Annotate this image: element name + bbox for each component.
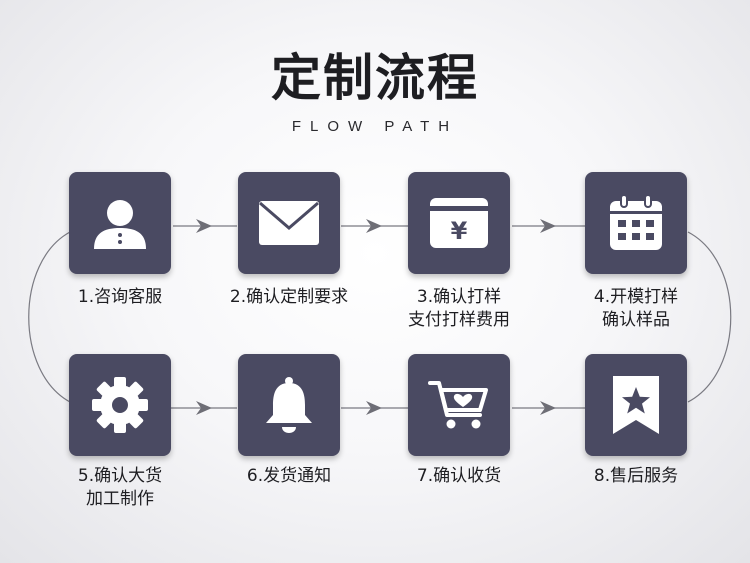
step-7-label-line-1: 7.确认收货	[416, 466, 502, 486]
shopping-cart-icon	[428, 381, 488, 429]
step-8-label: 8.售后服务	[556, 465, 716, 488]
step-3-label-line-1: 3.确认打样	[416, 287, 502, 307]
step-2-box	[238, 172, 340, 274]
page-subtitle: FLOW PATH	[291, 118, 459, 135]
step-4-label: 4.开模打样 确认样品	[556, 286, 716, 332]
arrow-icon	[366, 219, 382, 233]
step-5-label: 5.确认大货 加工制作	[40, 465, 200, 511]
step-8-box	[585, 354, 687, 456]
envelope-icon	[259, 201, 319, 245]
bell-icon	[266, 377, 312, 433]
step-7-box	[408, 354, 510, 456]
arrow-icon	[540, 401, 556, 415]
step-2-label: 2.确认定制要求	[209, 286, 369, 309]
user-icon	[94, 200, 146, 249]
step-4-box	[585, 172, 687, 274]
step-3-label-line-2: 支付打样费用	[408, 310, 510, 330]
step-5-label-line-1: 5.确认大货	[77, 466, 163, 486]
page-title: 定制流程	[271, 49, 479, 107]
gear-icon	[92, 377, 148, 433]
step-5-label-line-2: 加工制作	[86, 489, 154, 509]
step-3-label: 3.确认打样 支付打样费用	[379, 286, 539, 332]
yen-symbol: ¥	[451, 217, 468, 245]
star-bookmark-icon	[613, 376, 659, 434]
step-4-label-line-1: 4.开模打样	[593, 287, 679, 307]
calendar-icon	[610, 194, 662, 250]
step-2-label-line-1: 2.确认定制要求	[229, 287, 349, 307]
step-6-box	[238, 354, 340, 456]
step-4-label-line-2: 确认样品	[602, 310, 670, 330]
arrow-icon	[196, 401, 212, 415]
step-1-box	[69, 172, 171, 274]
step-5-box	[69, 354, 171, 456]
payment-card-yen-icon: ¥	[430, 198, 488, 248]
step-6-label-line-1: 6.发货通知	[246, 466, 332, 486]
arrow-icon	[196, 219, 212, 233]
step-1-label: 1.咨询客服	[40, 286, 200, 309]
step-1-label-line-1: 1.咨询客服	[77, 287, 163, 307]
arrow-icon	[540, 219, 556, 233]
step-3-box: ¥	[408, 172, 510, 274]
step-6-label: 6.发货通知	[209, 465, 369, 488]
step-8-label-line-1: 8.售后服务	[593, 466, 679, 486]
step-7-label: 7.确认收货	[379, 465, 539, 488]
arrow-icon	[366, 401, 382, 415]
